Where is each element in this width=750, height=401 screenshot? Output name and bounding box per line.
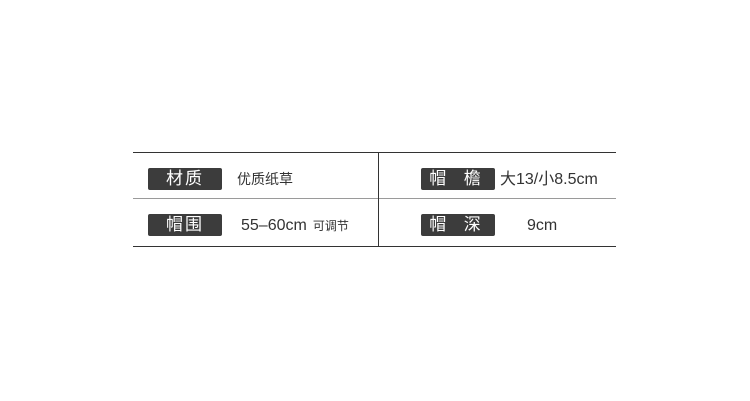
spec-circumference-label: 帽围 xyxy=(148,214,222,236)
table-column-divider xyxy=(378,152,379,247)
table-bottom-rule xyxy=(133,246,616,247)
table-top-rule xyxy=(133,152,616,153)
spec-circumference-value-wrap: 55–60cm 可调节 xyxy=(241,214,349,238)
spec-circumference-value: 55–60cm xyxy=(241,217,307,234)
spec-table: 材质 优质纸草 帽 檐 大13/小8.5cm 帽围 55–60cm 可调节 帽 深… xyxy=(133,152,616,247)
spec-brim-value: 大13/小8.5cm xyxy=(500,171,598,188)
spec-material-value: 优质纸草 xyxy=(237,172,293,188)
spec-circumference-note: 可调节 xyxy=(312,219,349,233)
spec-depth-value: 9cm xyxy=(527,217,558,234)
spec-material-label: 材质 xyxy=(148,168,222,190)
spec-brim-label: 帽 檐 xyxy=(421,168,495,190)
spec-depth-label: 帽 深 xyxy=(421,214,495,236)
table-middle-rule xyxy=(133,198,616,199)
